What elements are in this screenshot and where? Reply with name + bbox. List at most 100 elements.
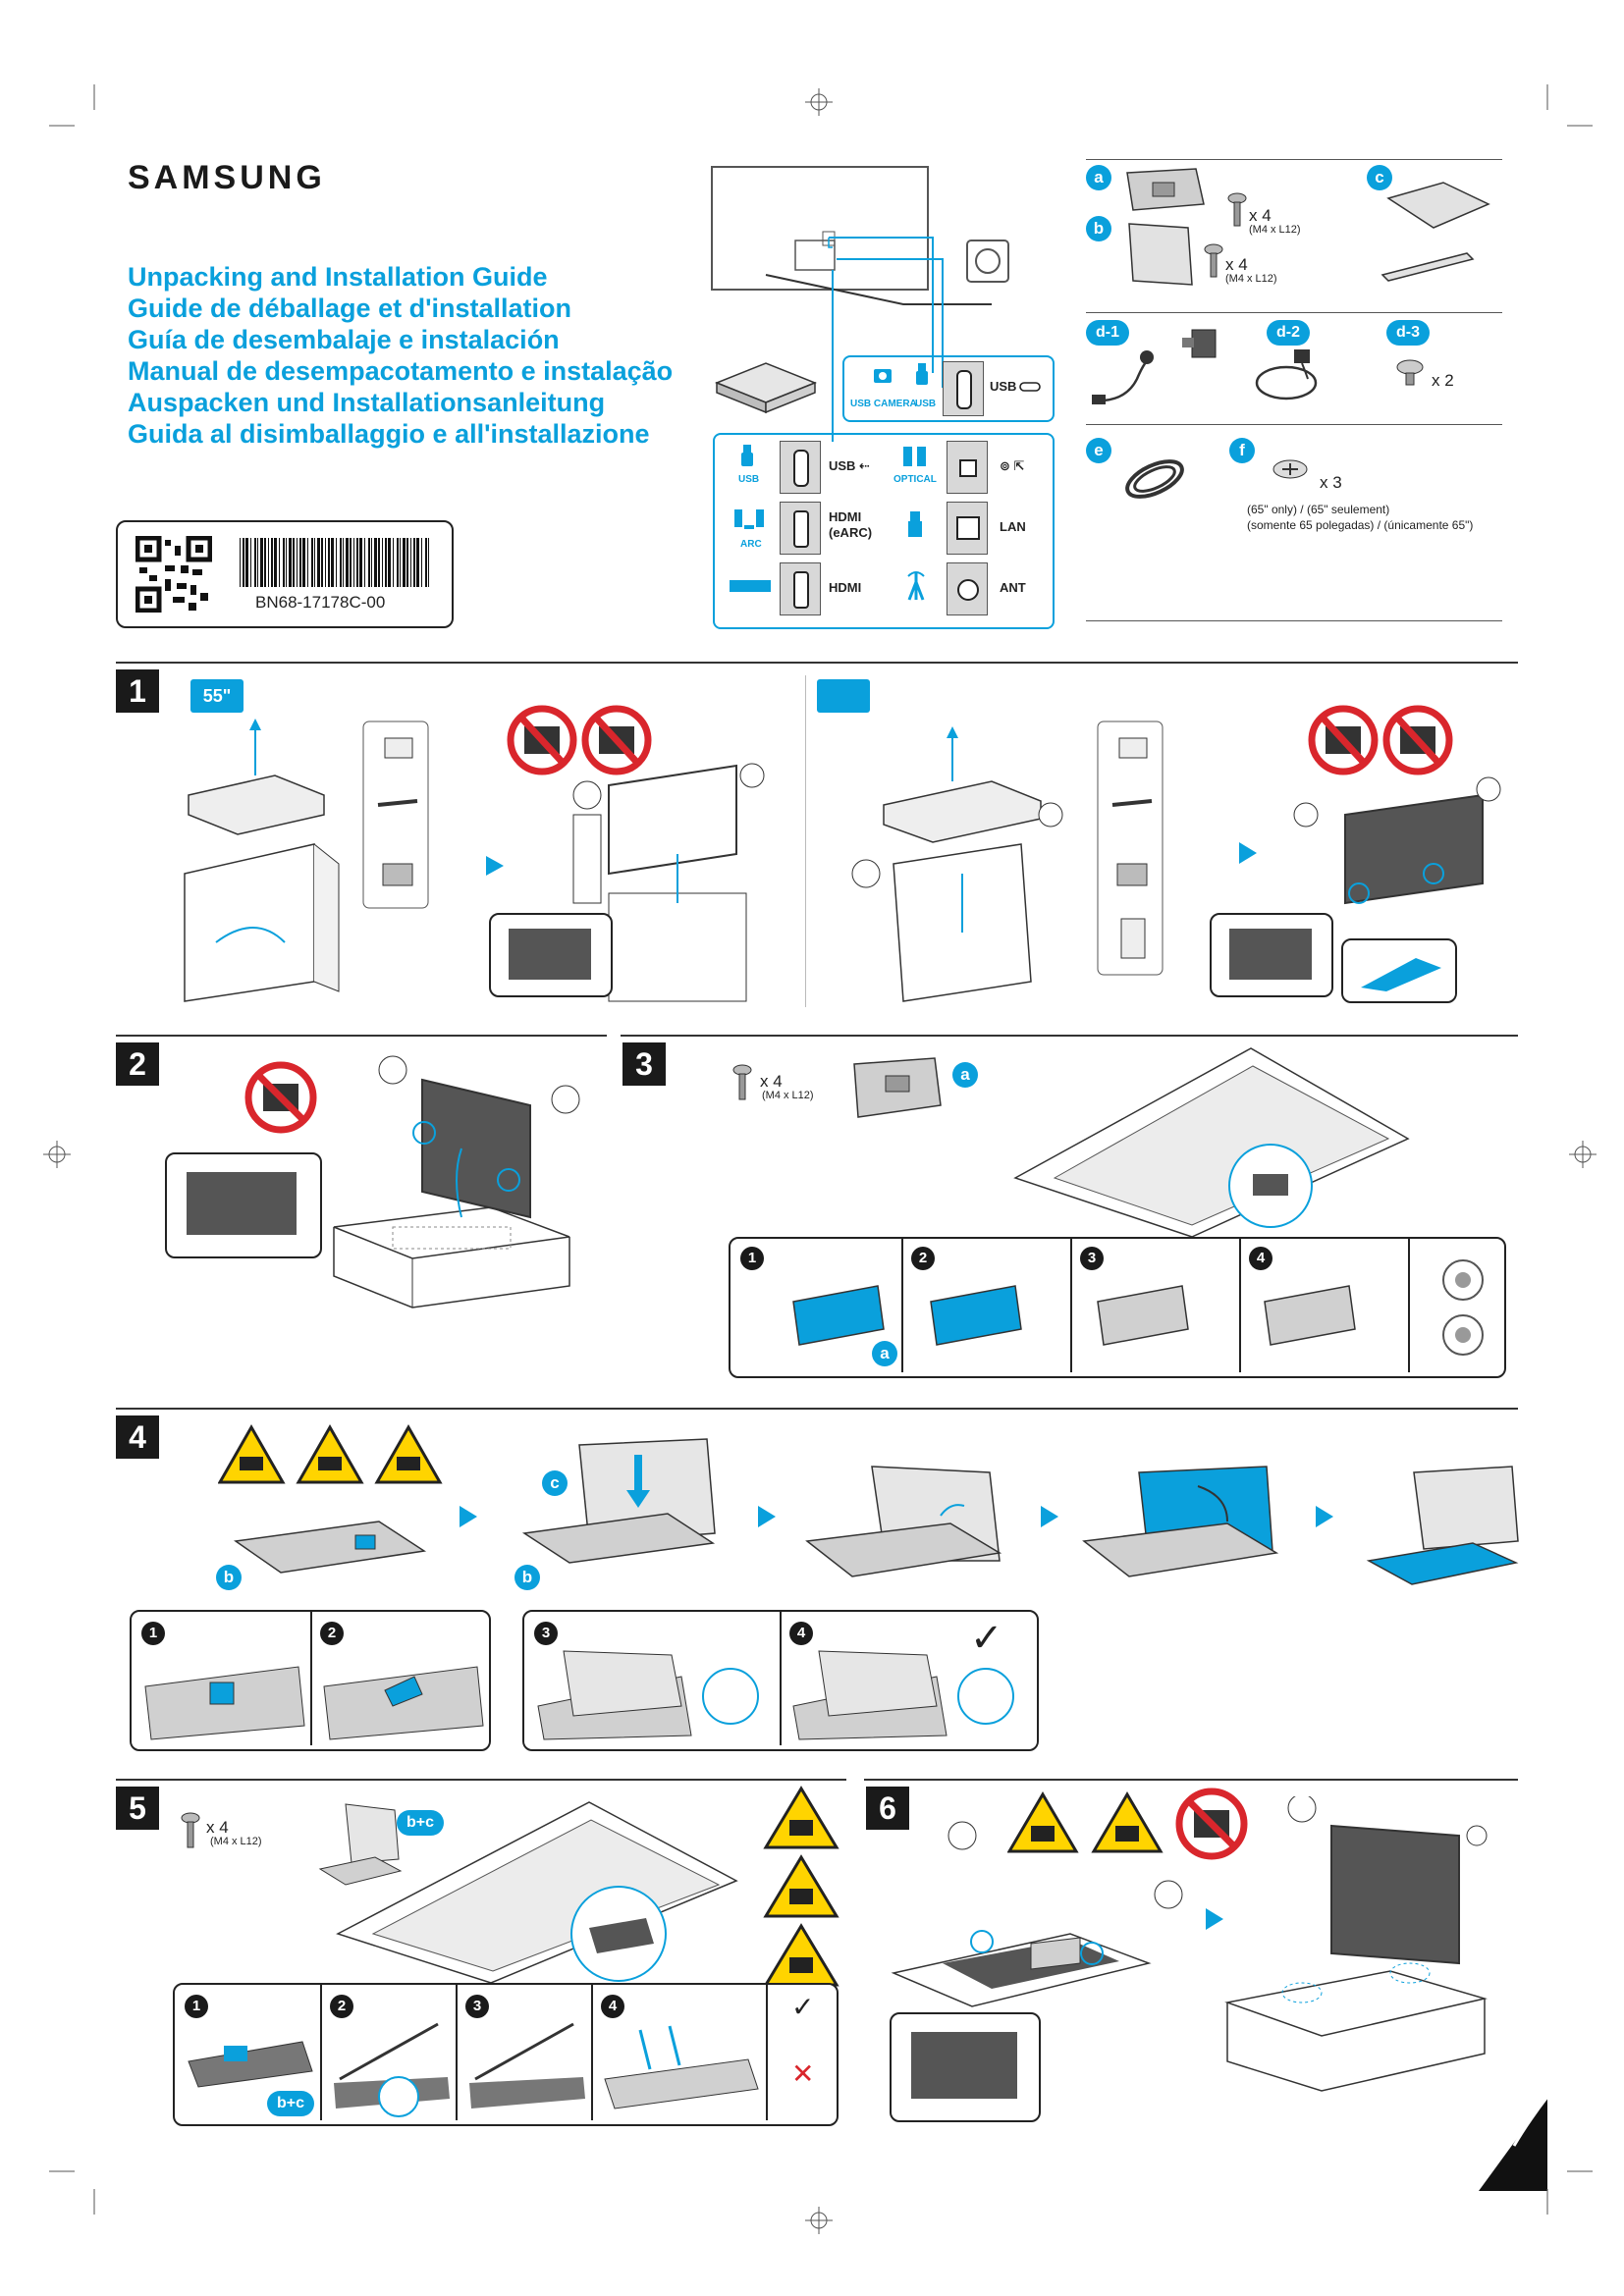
stand-detail-4 — [792, 1650, 1014, 1740]
tv-back — [1229, 929, 1312, 980]
screw-icon — [1227, 192, 1247, 227]
step1-right-prohibit-icons — [1308, 705, 1453, 775]
step4-part-b2-badge: b — [514, 1565, 540, 1590]
port-row1-right-label: ⊚ ⇱ — [1000, 458, 1025, 473]
step3-sub1-part-a: a — [872, 1341, 897, 1366]
tv-back — [509, 929, 591, 980]
part-d1-badge: d-1 — [1086, 320, 1129, 346]
part-f-qty: x 3 — [1320, 473, 1342, 492]
bracket-blue-2 — [930, 1285, 1022, 1346]
wall-bracket-a-icon — [853, 1057, 942, 1118]
step4-arrow-1 — [460, 1506, 477, 1527]
usb-stick-icon — [916, 363, 928, 385]
step4-sub3: 3 — [534, 1622, 558, 1645]
wall-bracket-a-icon — [1126, 168, 1205, 211]
title-es: Guía de desembalaje e instalación — [128, 325, 560, 354]
step3-sub4: 4 — [1249, 1247, 1272, 1270]
step1-unpack-65-illustration — [851, 721, 1164, 1002]
step1-rule — [116, 662, 1518, 664]
step5-qty: x 4 — [206, 1818, 229, 1837]
usb-c-symbol-icon — [1019, 382, 1041, 392]
step6-stand-tv-illustration — [1224, 1796, 1488, 2092]
stand-detail-3 — [469, 2022, 585, 2109]
soundbar-icon — [734, 509, 764, 529]
step1-right-lift-tv-illustration — [1293, 776, 1501, 905]
step1-unpack-55-illustration — [184, 719, 504, 1002]
step4-flip-illustration — [1082, 1466, 1279, 1577]
step1-size-55-badge: 55" — [190, 679, 244, 713]
lan-cable-icon — [908, 511, 922, 537]
step2-screw-panel — [165, 1152, 322, 1258]
barcode-number: BN68-17178C-00 — [255, 593, 386, 612]
step4-final-stand-illustration — [1366, 1466, 1519, 1585]
qr-code-icon — [135, 536, 212, 613]
step1-left-screw-panel — [489, 913, 613, 997]
step4-base-b-illustration — [233, 1521, 427, 1574]
step6-rule — [864, 1779, 1518, 1781]
top-port-panel: USB CAMERA USB USB — [842, 355, 1055, 422]
screw-closeup-icons — [1442, 1259, 1484, 1356]
step5-rule — [116, 1779, 846, 1781]
clip-icon — [1182, 329, 1217, 358]
usb-port-slot — [943, 361, 984, 416]
step4-rule — [116, 1408, 1518, 1410]
step4-number: 4 — [116, 1415, 159, 1459]
step5-sub1-part-bc: b+c — [267, 2091, 315, 2116]
step2-number: 2 — [116, 1042, 159, 1086]
step3-sub2: 2 — [911, 1247, 935, 1270]
stand-bar-icon — [1380, 252, 1475, 282]
step4-substeps-right: 3 4 ✓ — [522, 1610, 1039, 1751]
base-detail-2 — [323, 1666, 484, 1740]
step4-check-mark: ✓ — [970, 1617, 1003, 1660]
step3-spec: (M4 x L12) — [762, 1090, 814, 1101]
port-row1-left-blue: USB — [738, 474, 760, 485]
cable-d1-icon — [1092, 350, 1154, 404]
device-box-icon — [730, 580, 771, 592]
step5-check-mark: ✓ — [791, 1992, 815, 2022]
step1-size-65-badge — [817, 679, 870, 713]
part-f-badge: f — [1229, 438, 1255, 463]
stand-base-c-icon — [1386, 182, 1490, 229]
step5-part-bc-badge: b+c — [397, 1810, 445, 1836]
step4-sub1: 1 — [141, 1622, 165, 1645]
step3-number: 3 — [623, 1042, 666, 1086]
port-row1-left-label: USB ⇠ — [829, 458, 870, 473]
step5-sub3: 3 — [465, 1995, 489, 2018]
antenna-icon — [907, 571, 925, 601]
step6-next-arrow — [1206, 1908, 1223, 1930]
port-row3-right-label: ANT — [1000, 580, 1026, 595]
step6-lift-onto-table-illustration — [891, 1821, 1183, 2007]
guide-titles: Unpacking and Installation Guide Guide d… — [128, 261, 673, 450]
components-rule-3 — [1086, 424, 1502, 425]
port-row3-left-label: HDMI — [829, 580, 862, 595]
port-row2-left-label: HDMI — [829, 509, 862, 524]
stand-detail-1 — [188, 2041, 313, 2088]
lan-port-slot — [947, 502, 988, 555]
stand-detail-3 — [537, 1650, 759, 1740]
step3-table-illustration — [1013, 1047, 1410, 1237]
part-b-spec: (M4 x L12) — [1225, 273, 1277, 285]
components-bottom-rule — [1086, 620, 1502, 621]
title-fr: Guide de déballage et d'installation — [128, 294, 571, 323]
cable-d2-icon — [1255, 349, 1318, 400]
step4-substeps-left: 1 2 — [130, 1610, 491, 1751]
usb-camera-label: USB CAMERA — [850, 399, 917, 409]
components-top-rule — [1086, 159, 1502, 160]
step2-rule — [116, 1035, 607, 1037]
step4-attach-c-illustration — [521, 1438, 716, 1564]
title-de: Auspacken und Installationsanleitung — [128, 388, 606, 417]
step3-sub1: 1 — [740, 1247, 764, 1270]
screw-icon — [732, 1064, 752, 1100]
usb-port-slot — [780, 441, 821, 494]
bracket-gray-4 — [1264, 1285, 1356, 1346]
step5-sub2: 2 — [330, 1995, 353, 2018]
step5-sub4: 4 — [601, 1995, 624, 2018]
tv-back — [911, 2032, 1017, 2099]
step5-warning-icons — [763, 1786, 839, 1987]
port-row2-left-blue: ARC — [740, 539, 762, 550]
step6-warning-icons — [1007, 1791, 1164, 1853]
screw-icon — [1204, 243, 1223, 278]
brand-logo: SAMSUNG — [128, 159, 326, 196]
step3-rule — [621, 1035, 1518, 1037]
part-f-note1: (65" only) / (65" seulement) — [1247, 503, 1390, 516]
